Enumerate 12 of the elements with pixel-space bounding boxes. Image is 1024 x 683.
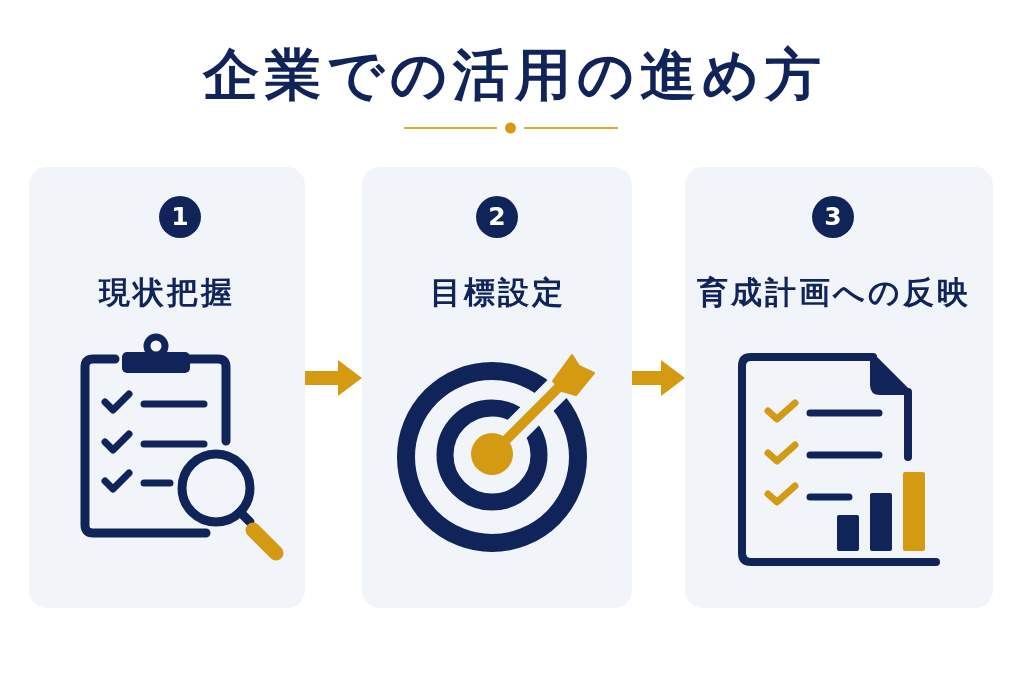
step-title: 育成計画への反映 — [695, 273, 971, 312]
step-number: 2 — [476, 196, 518, 238]
arrow — [305, 360, 362, 396]
step-title: 目標設定 — [428, 273, 566, 312]
step-card — [685, 167, 993, 608]
step-number: 1 — [159, 196, 201, 238]
step-card — [362, 167, 632, 608]
step-number: 3 — [812, 196, 854, 238]
title: 企業での活用の進め方 — [201, 41, 827, 109]
arrow — [632, 360, 685, 396]
step-title: 現状把握 — [97, 273, 235, 312]
step-card — [29, 167, 305, 608]
